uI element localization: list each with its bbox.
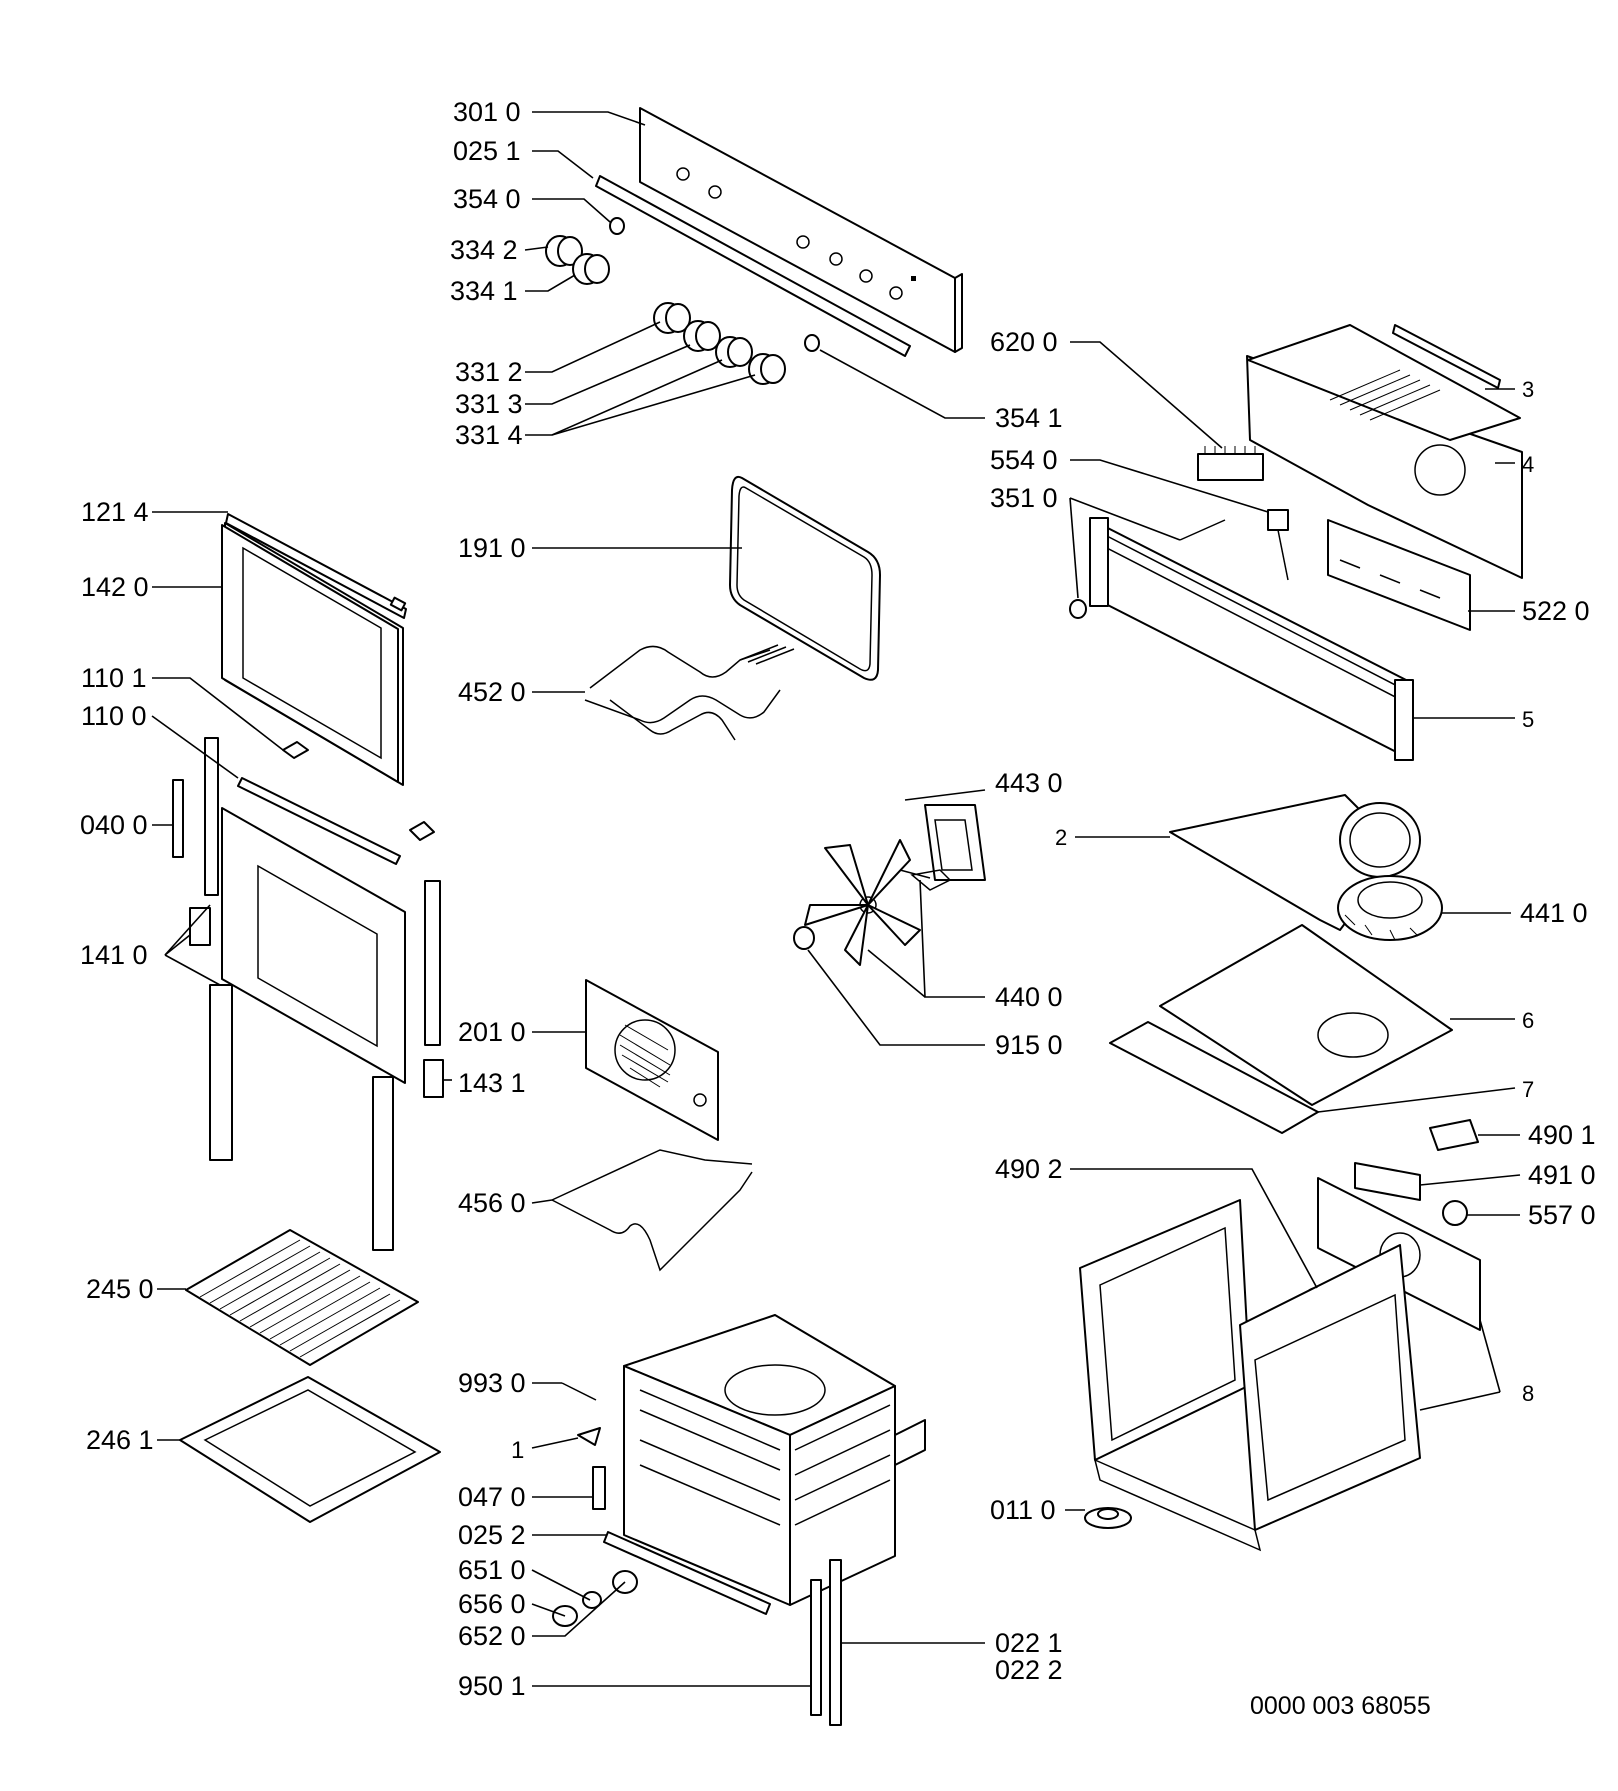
label-191-0: 191 0 [458, 533, 526, 563]
lower-heating-element-part [551, 1149, 753, 1272]
fan-motor-part [899, 804, 986, 891]
label-025-1: 025 1 [453, 136, 521, 166]
fan-cover-part [585, 979, 719, 1141]
control-knobs-part [545, 235, 786, 385]
label-011-0: 011 0 [990, 1495, 1056, 1525]
label-950-1: 950 1 [458, 1671, 526, 1701]
label-557-0: 557 0 [1528, 1200, 1596, 1230]
label-651-0: 651 0 [458, 1555, 526, 1585]
label-490-2: 490 2 [995, 1154, 1063, 1184]
baking-tray-part [179, 1376, 441, 1523]
terminal-block-part [1304, 1119, 1479, 1309]
label-7: 7 [1522, 1077, 1534, 1102]
label-142-0: 142 0 [81, 572, 149, 602]
door-inner-panel-part [172, 737, 444, 1251]
label-620-0: 620 0 [990, 327, 1058, 357]
label-245-0: 245 0 [86, 1274, 154, 1304]
label-121-4: 121 4 [81, 497, 149, 527]
bottom-panel-part [1109, 924, 1453, 1134]
leader-lines [151, 111, 1521, 1687]
door-gasket-part [729, 475, 881, 681]
document-number: 0000 003 68055 [1250, 1692, 1431, 1720]
thermostat-part [1267, 509, 1289, 581]
label-040-0: 040 0 [80, 810, 148, 840]
label-3: 3 [1522, 377, 1534, 402]
label-5: 5 [1522, 707, 1534, 732]
lamp-socket-part [1069, 519, 1226, 619]
label-047-0: 047 0 [458, 1482, 526, 1512]
label-334-1: 334 1 [450, 276, 518, 306]
oven-shelf-part [185, 1229, 419, 1366]
label-1: 1 [511, 1437, 524, 1464]
label-8: 8 [1522, 1381, 1534, 1406]
label-993-0: 993 0 [458, 1368, 526, 1398]
label-110-1: 110 1 [81, 663, 147, 693]
label-331-3: 331 3 [455, 389, 523, 419]
oven-cavity-part [623, 1314, 926, 1606]
label-351-0: 351 0 [990, 483, 1058, 513]
label-141-0: 141 0 [80, 940, 148, 970]
label-522-0: 522 0 [1522, 596, 1590, 626]
control-panel-part [639, 107, 963, 353]
grill-element-part [584, 644, 795, 741]
fan-nut-part [793, 926, 815, 950]
label-246-1: 246 1 [86, 1425, 154, 1455]
fan-blade-part [804, 839, 921, 966]
label-915-0: 915 0 [995, 1030, 1063, 1060]
cabinet-frame-part [1079, 1177, 1481, 1552]
label-656-0: 656 0 [458, 1589, 526, 1619]
label-334-2: 334 2 [450, 235, 518, 265]
label-022-1: 022 1 [995, 1628, 1063, 1658]
indicator-lamp-part [609, 217, 820, 352]
label-2: 2 [1055, 825, 1067, 850]
cavity-fittings-part [552, 1382, 771, 1627]
label-441-0: 441 0 [1520, 898, 1588, 928]
label-4: 4 [1522, 452, 1534, 477]
label-490-1: 490 1 [1528, 1120, 1596, 1150]
label-301-0: 301 0 [453, 97, 521, 127]
label-491-0: 491 0 [1528, 1160, 1596, 1190]
label-452-0: 452 0 [458, 677, 526, 707]
front-frame-part [1089, 517, 1414, 761]
label-143-1: 143 1 [458, 1068, 526, 1098]
label-354-0: 354 0 [453, 184, 521, 214]
label-022-2: 022 2 [995, 1655, 1063, 1685]
door-hinge-part [237, 741, 435, 865]
door-outer-glass-part [221, 513, 407, 786]
foot-part [1084, 1507, 1132, 1529]
label-110-0: 110 0 [81, 701, 147, 731]
label-354-1: 354 1 [995, 403, 1063, 433]
panel-strip-part [595, 175, 911, 357]
selector-switch-part [1197, 446, 1264, 481]
label-025-2: 025 2 [458, 1520, 526, 1550]
label-443-0: 443 0 [995, 768, 1063, 798]
part-number-labels: 301 0 025 1 354 0 334 2 334 1 331 2 331 … [80, 97, 1596, 1720]
label-554-0: 554 0 [990, 445, 1058, 475]
label-201-0: 201 0 [458, 1017, 526, 1047]
top-cover-part [1246, 324, 1523, 579]
label-456-0: 456 0 [458, 1188, 526, 1218]
label-652-0: 652 0 [458, 1621, 526, 1651]
label-440-0: 440 0 [995, 982, 1063, 1012]
label-331-4: 331 4 [455, 420, 523, 450]
label-331-2: 331 2 [455, 357, 523, 387]
cooling-fan-part [1337, 875, 1443, 941]
label-6: 6 [1522, 1008, 1534, 1033]
control-module-part [1327, 519, 1471, 631]
